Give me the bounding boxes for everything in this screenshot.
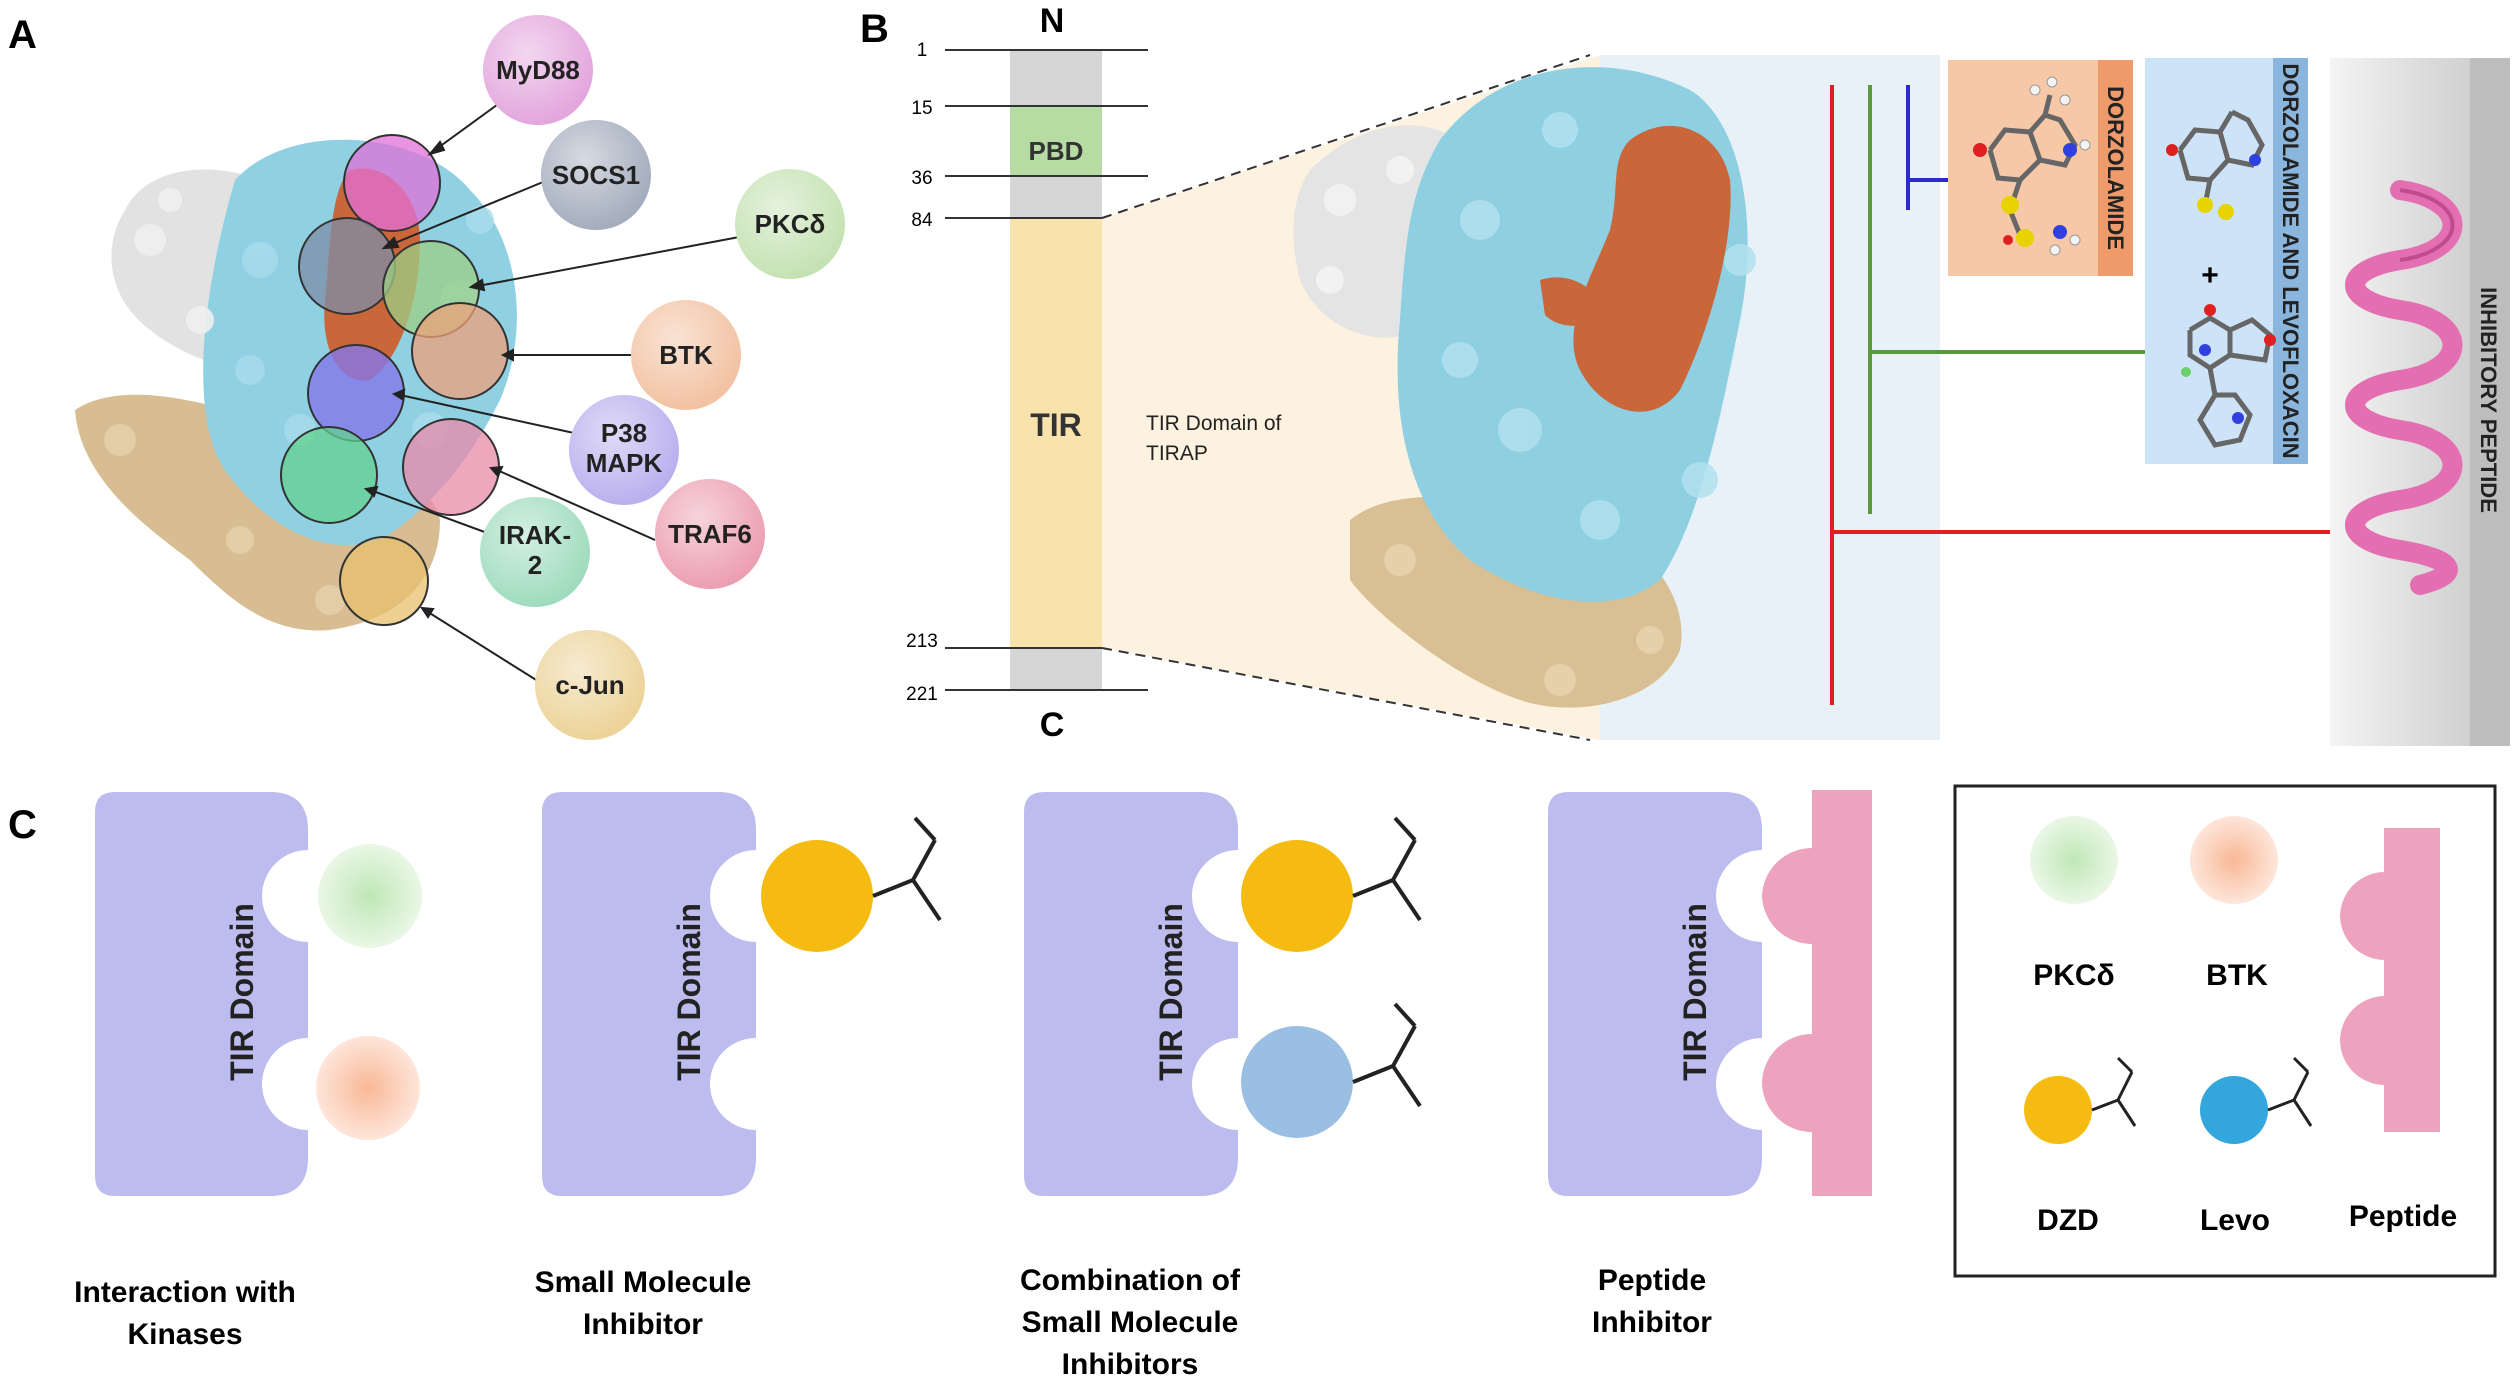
svg-text:1: 1: [917, 40, 928, 61]
scheme-kinase-interaction: TIR Domain Interaction with Kinases: [74, 792, 422, 1351]
myd88-site-overlay: [343, 134, 441, 232]
cjun-site-overlay: [339, 536, 429, 626]
residue-ticks: [945, 49, 1148, 691]
tir-label: TIR: [1030, 407, 1082, 443]
svg-text:2: 2: [528, 550, 542, 580]
scheme-combination: TIR Domain Combination of Small Molecule…: [1020, 792, 1422, 1381]
svg-text:15: 15: [911, 98, 932, 119]
protein-surface-b: [1293, 67, 1756, 708]
legend-peptide-label: Peptide: [2349, 1200, 2457, 1233]
svg-text:PKCδ: PKCδ: [755, 209, 826, 239]
traf6-site-overlay: [402, 418, 500, 516]
partner-ball-pkc: PKCδ: [735, 169, 845, 279]
svg-text:Small Molecule: Small Molecule: [1022, 1306, 1239, 1339]
legend-btk-blob: [2190, 816, 2278, 904]
tir-domain-text: TIR Domain: [224, 903, 260, 1081]
tir-domain-text-2: TIR Domain: [671, 903, 707, 1081]
dzd-circle-2: [1241, 840, 1353, 952]
combo-label: DORZOLAMIDE AND LEVOFLOXACIN: [2278, 63, 2303, 458]
partner-ball-traf6: TRAF6: [655, 479, 765, 589]
btk-blob: [316, 1036, 420, 1140]
partner-ball-socs1: SOCS1: [541, 120, 651, 230]
partner-ball-cjun: c-Jun: [535, 630, 645, 740]
svg-text:MAPK: MAPK: [586, 448, 663, 478]
svg-text:Inhibitor: Inhibitor: [1592, 1306, 1712, 1339]
scheme-peptide: TIR Domain Peptide Inhibitor: [1548, 790, 1872, 1339]
irak2-site-overlay: [280, 426, 378, 524]
plus-sign: +: [2201, 259, 2219, 292]
n-terminus-label: N: [1040, 2, 1065, 40]
linker-icon: [872, 816, 942, 922]
residue-numbers: 1 15 36 84 213 221: [906, 40, 938, 705]
partner-ball-myd88: MyD88: [483, 15, 593, 125]
legend-dzd-label: DZD: [2037, 1204, 2099, 1237]
c-terminus-label: C: [1040, 706, 1065, 744]
legend-box: PKCδ BTK DZD Levo Peptide: [1953, 784, 2497, 1278]
legend-dzd-circle: [2024, 1076, 2092, 1144]
pbd-segment: [1010, 106, 1102, 176]
legend-peptide-shape: [2340, 828, 2440, 1132]
levo-circle: [1241, 1026, 1353, 1138]
svg-text:SOCS1: SOCS1: [552, 160, 640, 190]
svg-text:213: 213: [906, 631, 938, 652]
svg-text:Peptide: Peptide: [1598, 1264, 1706, 1297]
tir-domain-caption: TIR Domain of: [1146, 412, 1282, 435]
partner-ball-p38: P38 MAPK: [569, 395, 679, 505]
pkc-blob: [318, 844, 422, 948]
svg-text:Combination of: Combination of: [1020, 1264, 1241, 1297]
panel-c-label: C: [8, 803, 37, 847]
svg-text:MyD88: MyD88: [496, 55, 580, 85]
legend-pkc-blob: [2030, 816, 2118, 904]
svg-text:Inhibitors: Inhibitors: [1062, 1348, 1199, 1381]
svg-text:Kinases: Kinases: [127, 1318, 242, 1351]
svg-text:Inhibitor: Inhibitor: [583, 1308, 703, 1341]
tir-segment: [1010, 218, 1102, 648]
partner-ball-btk: BTK: [631, 300, 741, 410]
panel-a-label: A: [8, 13, 37, 57]
legend-levo-circle: [2200, 1076, 2268, 1144]
svg-text:Interaction with: Interaction with: [74, 1276, 296, 1309]
svg-text:P38: P38: [601, 418, 647, 448]
partner-ball-irak2: IRAK- 2: [480, 497, 590, 607]
combination-box: DORZOLAMIDE AND LEVOFLOXACIN +: [2145, 58, 2308, 464]
binding-site-overlays: [280, 134, 509, 626]
legend-pkc-label: PKCδ: [2033, 959, 2115, 992]
pbd-label: PBD: [1029, 136, 1084, 166]
panel-b-label: B: [860, 7, 889, 51]
inhibitor-lines: [1830, 85, 2330, 705]
svg-text:TRAF6: TRAF6: [668, 519, 752, 549]
peptide-panel: INHIBITORY PEPTIDE: [2330, 58, 2510, 746]
legend-btk-label: BTK: [2206, 959, 2268, 992]
svg-text:BTK: BTK: [659, 340, 713, 370]
dorzolamide-box: DORZOLAMIDE: [1948, 60, 2133, 276]
svg-text:84: 84: [911, 210, 933, 231]
btk-site-overlay: [411, 302, 509, 400]
peptide-label: INHIBITORY PEPTIDE: [2476, 287, 2501, 513]
tir-domain-text-3: TIR Domain: [1153, 903, 1189, 1081]
dorzolamide-label: DORZOLAMIDE: [2103, 86, 2128, 250]
svg-text:Small Molecule: Small Molecule: [535, 1266, 752, 1299]
domain-bar: [1010, 50, 1102, 690]
tir-domain-text-4: TIR Domain: [1677, 903, 1713, 1081]
helix-icon: [2345, 180, 2463, 595]
dzd-circle: [761, 840, 873, 952]
svg-text:221: 221: [906, 684, 938, 705]
tir-domain-caption-2: TIRAP: [1146, 442, 1208, 465]
socs1-site-overlay: [298, 217, 396, 315]
svg-text:c-Jun: c-Jun: [555, 670, 624, 700]
svg-text:36: 36: [911, 168, 932, 189]
legend-levo-label: Levo: [2200, 1204, 2270, 1237]
scheme-small-molecule: TIR Domain Small Molecule Inhibitor: [535, 792, 942, 1341]
peptide-shape: [1762, 790, 1872, 1196]
svg-text:IRAK-: IRAK-: [499, 520, 571, 550]
